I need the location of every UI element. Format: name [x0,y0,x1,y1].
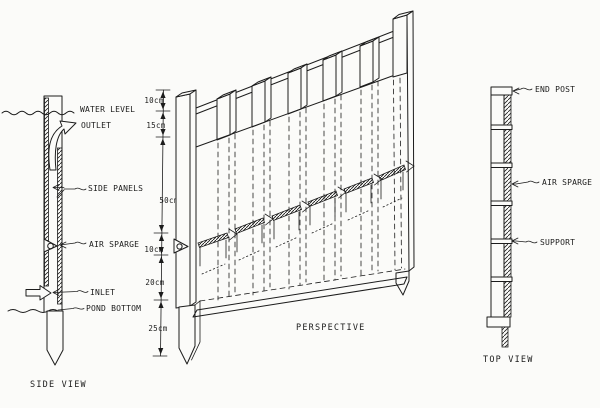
inner-panel-hatch [57,147,63,305]
dim-10cm-top: 10cm [144,96,163,105]
sparge-bar [343,173,383,221]
label-air-sparge-top: AIR SPARGE [542,178,592,187]
intermediate-posts [216,36,380,301]
sparge-bar [271,200,311,248]
outer-panel-hatch [44,97,49,287]
air-sparge-device [43,238,58,253]
dim-25cm: 25cm [148,324,167,333]
support-crosspiece [490,124,513,130]
top-view: END POST AIR SPARGE SUPPORT TOP VIEW [483,85,592,365]
end-post-top [490,86,513,96]
label-side-panels: SIDE PANELS [88,184,143,193]
leader-lines-side-view [52,184,89,311]
support-crosspiece [490,162,513,168]
dim-10cm-mid: 10cm [144,245,163,254]
panel-tail-hatch [501,326,509,348]
inlet-arrow-icon [25,285,52,301]
water-level-line [1,110,75,116]
corner-post [175,89,201,365]
wall-bottom-edges [192,268,408,318]
air-sparge-nozzle [47,242,54,250]
post [287,63,308,290]
side-view: WATER LEVEL OUTLET SIDE PANELS AIR SPARG… [1,95,143,390]
sparge-bars [197,160,415,275]
front-panel-top-edge [195,70,407,148]
post [216,89,237,301]
dimension-ticks [152,89,171,357]
dim-50cm: 50cm [159,196,178,205]
sparge-bar [307,186,347,234]
label-pond-bottom: POND BOTTOM [86,304,141,313]
support-crosspiece [490,238,513,244]
perspective-caption: PERSPECTIVE [296,323,366,333]
outlet-arrow-icon [48,120,77,171]
sparge-bar [197,228,238,275]
support-crosspiece [490,200,513,206]
supports [490,124,513,282]
end-post [392,10,415,296]
leader-lines-top-view [511,87,540,245]
post [322,50,343,285]
corner-post-stake [178,304,196,365]
label-inlet: INLET [90,288,115,297]
sparge-bar [234,213,274,261]
bottom-cap [486,316,511,328]
end-post-stake [395,270,410,296]
side-view-caption: SIDE VIEW [30,380,87,390]
support-crosspiece [490,276,513,282]
dimension-arrows [158,91,166,355]
dim-20cm: 20cm [145,278,164,287]
post [251,76,272,296]
top-view-caption: TOP VIEW [483,355,534,365]
sparge-feed-device [173,238,189,254]
dim-15cm: 15cm [146,121,165,130]
label-air-sparge-side: AIR SPARGE [89,240,139,249]
post [359,36,380,279]
dimension-scale: 10cm 15cm 50cm 10cm 20cm 25cm [144,89,179,357]
sparge-feed-nozzle [176,243,183,250]
label-support: SUPPORT [540,238,575,247]
label-end-post: END POST [535,85,575,94]
pond-bottom-line [7,309,59,313]
label-outlet: OUTLET [81,121,111,130]
label-water-level: WATER LEVEL [80,105,135,114]
perspective-view: PERSPECTIVE [173,10,415,365]
sparge-bar [378,160,415,208]
post-stake [46,310,64,366]
